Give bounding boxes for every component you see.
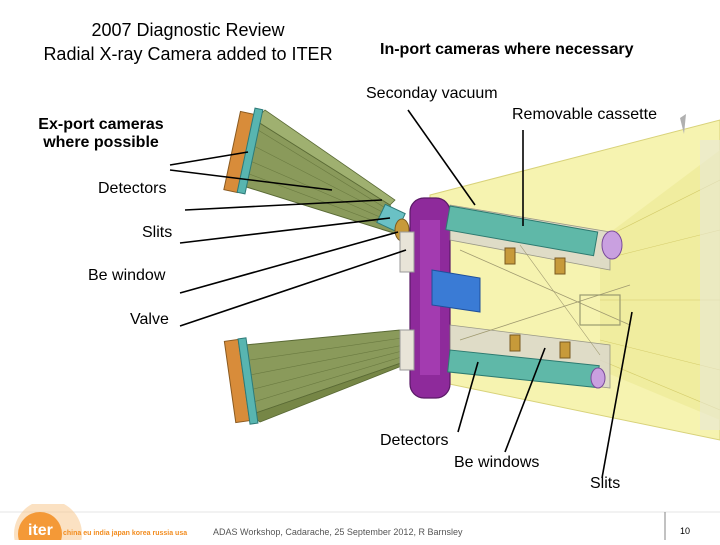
title-line-1: 2007 Diagnostic Review (91, 20, 285, 40)
iter-logo: iter china eu india japan korea russia u… (0, 500, 210, 545)
label-be-window-left: Be window (88, 267, 166, 284)
upper-export-camera (223, 107, 410, 242)
lower-export-camera (223, 329, 418, 425)
label-secondary-vacuum: Seconday vacuum (366, 85, 498, 102)
label-removable-cassette: Removable cassette (512, 106, 657, 123)
label-be-windows-bottom: Be windows (454, 454, 540, 471)
label-detectors-bottom: Detectors (380, 432, 449, 449)
title-line-2: Radial X-ray Camera added to ITER (43, 44, 333, 64)
page-number: 10 (680, 526, 691, 536)
label-export-line-1: Ex-port cameras (38, 116, 164, 133)
callout-lines (169, 109, 633, 479)
inport-cassette (445, 204, 631, 389)
label-inport: In-port cameras where necessary (380, 41, 634, 58)
port-plug (399, 197, 481, 399)
logo-tagline: china eu india japan korea russia usa (63, 530, 187, 537)
slide-title: 2007 Diagnostic Review Radial X-ray Came… (18, 18, 358, 66)
cursor-icon (680, 114, 686, 134)
label-slits-bottom: Slits (590, 475, 621, 492)
label-export: Ex-port cameras where possible (28, 116, 174, 152)
footer-workshop: ADAS Workshop, Cadarache, 25 September 2… (213, 527, 463, 537)
label-detectors-left: Detectors (98, 180, 167, 197)
label-valve-left: Valve (130, 311, 169, 328)
label-slits-left: Slits (142, 224, 173, 241)
label-export-line-2: where possible (43, 134, 159, 151)
logo-text: iter (28, 522, 53, 539)
iter-logo-graphic: iter china eu india japan korea russia u… (14, 500, 187, 545)
